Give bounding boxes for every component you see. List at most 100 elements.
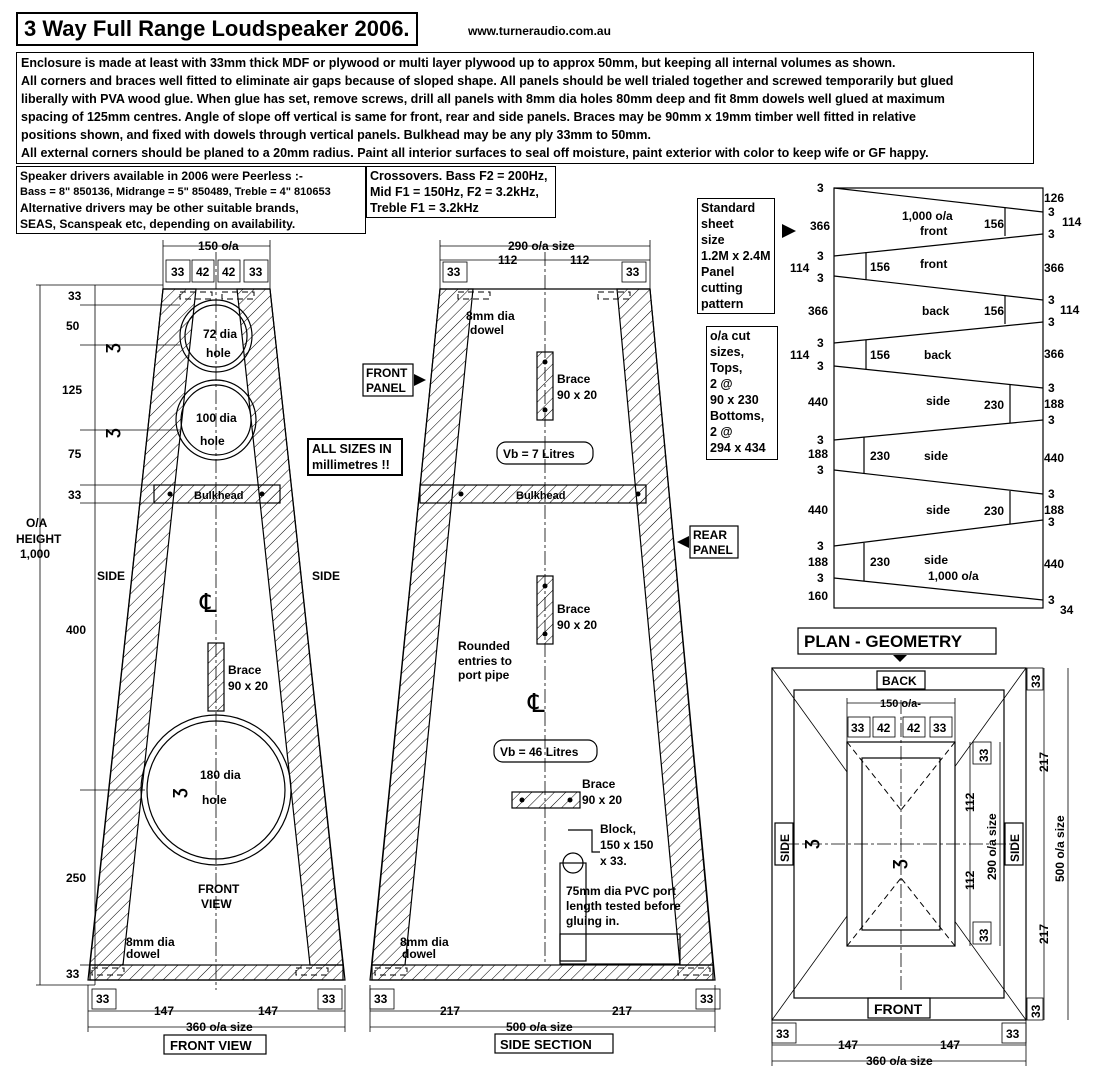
dowel-label: dowel [126,947,160,961]
note-line: All corners and braces well fitted to el… [21,74,954,88]
panel-label: 230 [870,449,890,463]
vb-badge-lower [493,739,598,763]
view-label: FRONT [198,882,240,896]
website-url: www.turneraudio.com.au [468,24,611,38]
arrow-icon [414,374,426,386]
crossover-line: Crossovers. Bass F2 = 200Hz, [370,169,548,183]
dim-value: 33 [1006,1027,1020,1041]
dim-box [1026,997,1044,1021]
panel-label: 156 [984,304,1004,318]
dim-box [972,741,992,765]
port-pipe [559,862,587,962]
dim-value: 360 o/a size [186,1020,253,1034]
rounded-label: entries to [458,654,512,668]
dim-value: 400 [66,623,86,637]
panel-label: side [926,394,950,408]
dim-box [1026,667,1044,691]
hole-label: hole [202,793,227,807]
back-label-box [876,670,926,690]
front-label: FRONT [874,1001,923,1017]
cut-line: 2 @ [710,377,733,391]
note-line: Enclosure is made at least with 33mm thi… [21,56,896,70]
driver-symbol-icon: Ʒ [104,343,121,353]
arrow-icon [893,655,907,662]
dim-value: 33 [68,488,82,502]
front-panel-label: PANEL [366,381,406,395]
dim-box [902,716,926,738]
dim-value: 112 [963,870,977,890]
cut-line [833,233,1044,257]
vb-badge-upper [496,441,594,465]
dowel-dot [567,797,573,803]
cut-dim-right: 3 [1048,515,1055,529]
cut-dim-right: 3 [1048,293,1055,307]
brace-label: Brace [557,602,591,616]
cut-dim-right: 366 [1044,261,1064,275]
cut-dim-left: 3 [817,571,824,585]
crossover-line: Treble F1 = 3.2kHz [370,201,479,215]
dim-value: 33 [977,928,991,942]
cut-dim-left: 3 [817,181,824,195]
dim-value: 500 o/a size [506,1020,573,1034]
cut-line [833,469,1044,495]
dim-box [872,716,896,738]
front-bottom-dowel-right [295,967,329,976]
dim-box [91,988,117,1010]
panel-label: 1,000 o/a [928,569,979,583]
dim-value: 500 o/a size [1053,815,1067,882]
dim-value: 33 [851,721,865,735]
brace-label: Brace [582,777,616,791]
driver-symbol-icon: Ʒ [891,859,908,869]
dim-value: 147 [154,1004,174,1018]
block-label: 150 x 150 [600,838,654,852]
cut-line: o/a cut [710,329,751,343]
rear-panel-label: REAR [693,528,727,542]
cut-line [833,275,1044,301]
port-label: gluing in. [566,914,619,928]
block-leader [568,829,600,853]
dim-value: 42 [877,721,891,735]
panel-label: back [922,304,950,318]
cut-dim-left: 3 [817,359,824,373]
note-line: spacing of 125mm centres. Angle of slope… [21,110,916,124]
plan-dash [900,741,956,811]
cut-dim-left: 440 [808,395,828,409]
dowel-label: 8mm dia [400,935,449,949]
panel-label: 230 [870,555,890,569]
front-left-side-panel [89,288,197,966]
panel-label: front [920,257,947,271]
cut-line: 294 x 434 [710,441,766,455]
sheet-outline [833,187,1044,609]
sheet-line: pattern [701,297,744,311]
cut-dim-right: 126 [1044,191,1064,205]
dowel-label: dowel [470,323,504,337]
cutting-pattern: 3 366 3 114 3 366 3 114 3 440 3 188 3 44… [782,181,1082,617]
front-panel-callout [362,363,414,397]
cut-dim-left: 3 [817,336,824,350]
driver-symbol-icon: Ʒ [171,788,188,798]
dim-value: 217 [440,1004,460,1018]
cut-line [833,419,1044,441]
dim-value: 33 [68,289,82,303]
brace-label: 90 x 20 [557,618,597,632]
front-top-dim: 150 o/a [198,239,239,253]
dim-box [847,716,871,738]
side-rear-panel [616,288,714,966]
height-label: HEIGHT [16,532,62,546]
plan-title-box [797,627,997,655]
front-view-caption: FRONT VIEW [170,1038,252,1053]
front-label-box [867,997,931,1019]
cut-dim-left: 3 [817,433,824,447]
panel-label: 230 [984,398,1004,412]
front-view-caption-box [163,1034,267,1055]
dim-box [165,259,191,283]
dim-value: 125 [62,383,82,397]
crossover-line: Mid F1 = 150Hz, F2 = 3.2kHz, [370,185,539,199]
side-label: SIDE [1008,834,1022,862]
panel-label: side [924,553,948,567]
dim-value: 360 o/a size [866,1054,933,1068]
dim-value: 112 [570,253,590,267]
dim-value: 33 [66,967,80,981]
cut-dim-right: 34 [1060,603,1074,617]
